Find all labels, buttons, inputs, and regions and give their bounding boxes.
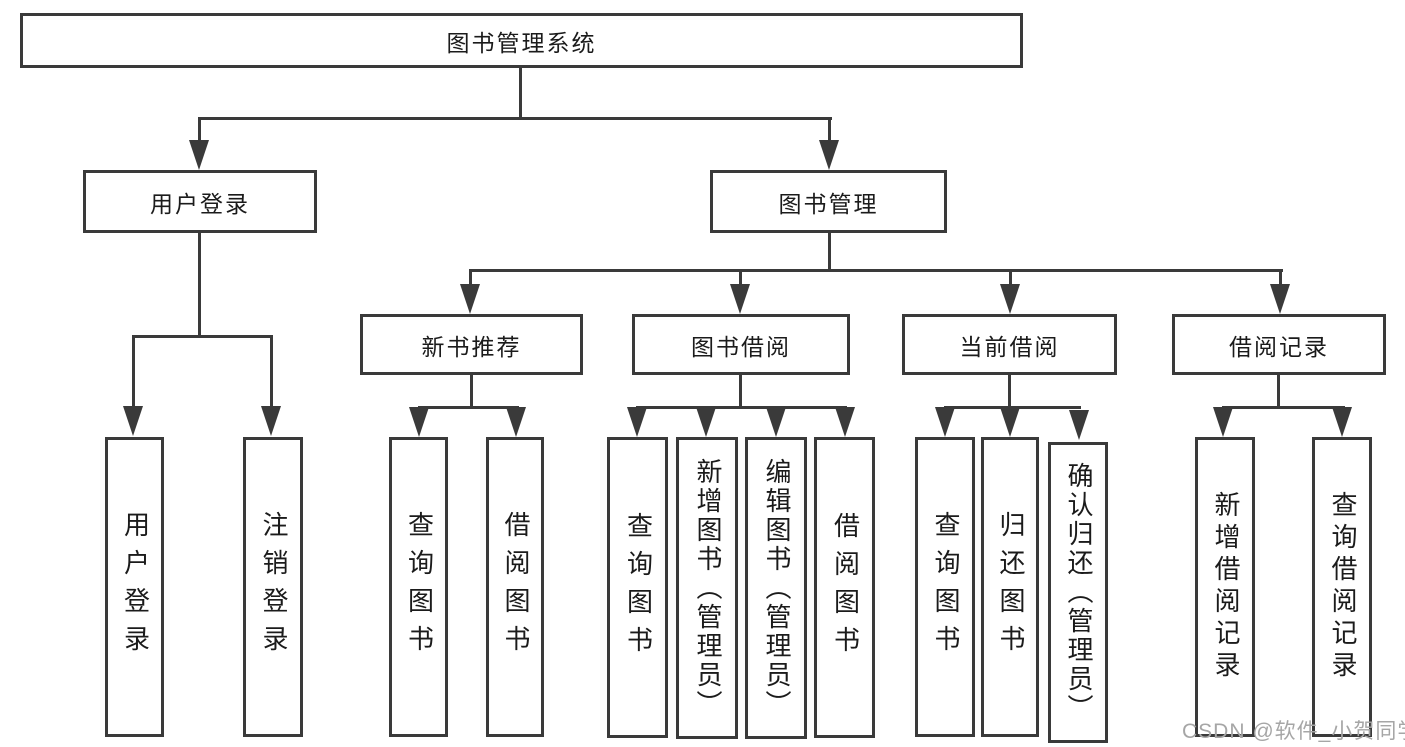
connector-book-mgmt-shaft-2 bbox=[739, 269, 742, 287]
arrowhead-bb-leaf-4-icon bbox=[835, 407, 855, 437]
watermark: CSDN @软件_小贺同学 bbox=[1182, 720, 1405, 743]
leaf-nbr-query-books-label: 查询图书 bbox=[404, 511, 435, 663]
connector-bb-vline bbox=[739, 375, 742, 409]
leaf-br-add-record: 新增借阅记录 bbox=[1195, 437, 1255, 737]
arrowhead-br-leaf-1-icon bbox=[1213, 407, 1233, 437]
leaf-bb-add-books-admin: 新增图书（管理员） bbox=[676, 437, 738, 739]
connector-user-login-vline bbox=[198, 232, 201, 338]
node-root: 图书管理系统 bbox=[20, 13, 1023, 68]
connector-user-login-right-shaft bbox=[270, 335, 273, 409]
arrowhead-bb-leaf-1-icon bbox=[627, 407, 647, 437]
arrowhead-to-book-borrowing-icon bbox=[730, 284, 750, 314]
connector-book-mgmt-hline bbox=[469, 269, 1283, 272]
leaf-bb-borrow-books: 借阅图书 bbox=[814, 437, 875, 738]
leaf-bb-edit-books-admin: 编辑图书（管理员） bbox=[745, 437, 807, 739]
connector-br-vline bbox=[1277, 375, 1280, 409]
node-book-borrowing-label: 图书借阅 bbox=[691, 333, 791, 360]
connector-user-login-left-shaft bbox=[132, 335, 135, 409]
connector-br-hline bbox=[1222, 406, 1345, 409]
connector-root-right-shaft bbox=[828, 119, 831, 143]
node-book-management: 图书管理 bbox=[710, 170, 947, 233]
connector-user-login-hline bbox=[132, 335, 273, 338]
leaf-cb-confirm-return-admin: 确认归还（管理员） bbox=[1048, 442, 1108, 743]
arrowhead-bb-leaf-2-icon bbox=[696, 407, 716, 437]
node-root-label: 图书管理系统 bbox=[446, 29, 597, 56]
connector-cb-vline bbox=[1008, 375, 1011, 409]
arrowhead-cb-leaf-3-icon bbox=[1069, 410, 1089, 440]
leaf-logout: 注销登录 bbox=[243, 437, 303, 737]
leaf-cb-confirm-return-admin-label: 确认归还（管理员） bbox=[1063, 462, 1094, 723]
node-current-borrowing-label: 当前借阅 bbox=[959, 333, 1060, 360]
connector-book-mgmt-shaft-4 bbox=[1279, 269, 1282, 287]
leaf-bb-add-books-admin-label: 新增图书（管理员） bbox=[692, 457, 723, 719]
arrowhead-to-new-book-recommend-icon bbox=[460, 284, 480, 314]
leaf-bb-query-books: 查询图书 bbox=[607, 437, 668, 738]
leaf-bb-edit-books-admin-label: 编辑图书（管理员） bbox=[761, 457, 792, 719]
node-book-management-label: 图书管理 bbox=[778, 190, 879, 217]
leaf-nbr-borrow-books: 借阅图书 bbox=[486, 437, 544, 737]
leaf-br-query-record: 查询借阅记录 bbox=[1312, 437, 1372, 737]
node-current-borrowing: 当前借阅 bbox=[902, 314, 1117, 375]
leaf-br-query-record-label: 查询借阅记录 bbox=[1327, 491, 1358, 683]
node-user-login-label: 用户登录 bbox=[150, 190, 250, 217]
arrowhead-to-current-borrowing-icon bbox=[1000, 284, 1020, 314]
connector-root-left-shaft bbox=[198, 119, 201, 143]
node-new-book-recommend-label: 新书推荐 bbox=[421, 333, 522, 360]
arrowhead-bb-leaf-3-icon bbox=[766, 407, 786, 437]
leaf-cb-query-books-label: 查询图书 bbox=[930, 511, 961, 663]
arrowhead-to-user-login-icon bbox=[189, 140, 209, 170]
arrowhead-to-leaf-logout-icon bbox=[261, 406, 281, 436]
connector-nbr-vline bbox=[470, 375, 473, 409]
connector-book-mgmt-shaft-1 bbox=[469, 269, 472, 287]
leaf-user-login: 用户登录 bbox=[105, 437, 164, 737]
connector-book-mgmt-shaft-3 bbox=[1009, 269, 1012, 287]
connector-bb-hline bbox=[636, 406, 847, 409]
arrowhead-cb-leaf-2-icon bbox=[1000, 407, 1020, 437]
node-new-book-recommend: 新书推荐 bbox=[360, 314, 583, 375]
arrowhead-nbr-leaf-1-icon bbox=[409, 407, 429, 437]
node-book-borrowing: 图书借阅 bbox=[632, 314, 850, 375]
connector-book-mgmt-vline bbox=[828, 232, 831, 272]
leaf-user-login-label: 用户登录 bbox=[120, 511, 151, 663]
connector-nbr-hline bbox=[418, 406, 519, 409]
connector-root-vline bbox=[519, 68, 522, 120]
leaf-bb-borrow-books-label: 借阅图书 bbox=[830, 511, 861, 664]
arrowhead-nbr-leaf-2-icon bbox=[506, 407, 526, 437]
arrowhead-br-leaf-2-icon bbox=[1332, 407, 1352, 437]
leaf-cb-query-books: 查询图书 bbox=[915, 437, 975, 737]
arrowhead-to-borrow-records-icon bbox=[1270, 284, 1290, 314]
arrowhead-cb-leaf-1-icon bbox=[935, 407, 955, 437]
connector-root-hline bbox=[198, 117, 832, 120]
leaf-nbr-borrow-books-label: 借阅图书 bbox=[500, 511, 531, 663]
leaf-bb-query-books-label: 查询图书 bbox=[623, 511, 654, 664]
leaf-cb-return-books-label: 归还图书 bbox=[995, 511, 1026, 663]
leaf-nbr-query-books: 查询图书 bbox=[389, 437, 448, 737]
arrowhead-to-leaf-user-login-icon bbox=[123, 406, 143, 436]
leaf-br-add-record-label: 新增借阅记录 bbox=[1210, 491, 1241, 683]
arrowhead-to-book-management-icon bbox=[819, 140, 839, 170]
node-user-login: 用户登录 bbox=[83, 170, 317, 233]
node-borrow-records-label: 借阅记录 bbox=[1229, 333, 1329, 360]
node-borrow-records: 借阅记录 bbox=[1172, 314, 1386, 375]
leaf-logout-label: 注销登录 bbox=[258, 511, 289, 663]
leaf-cb-return-books: 归还图书 bbox=[981, 437, 1039, 737]
